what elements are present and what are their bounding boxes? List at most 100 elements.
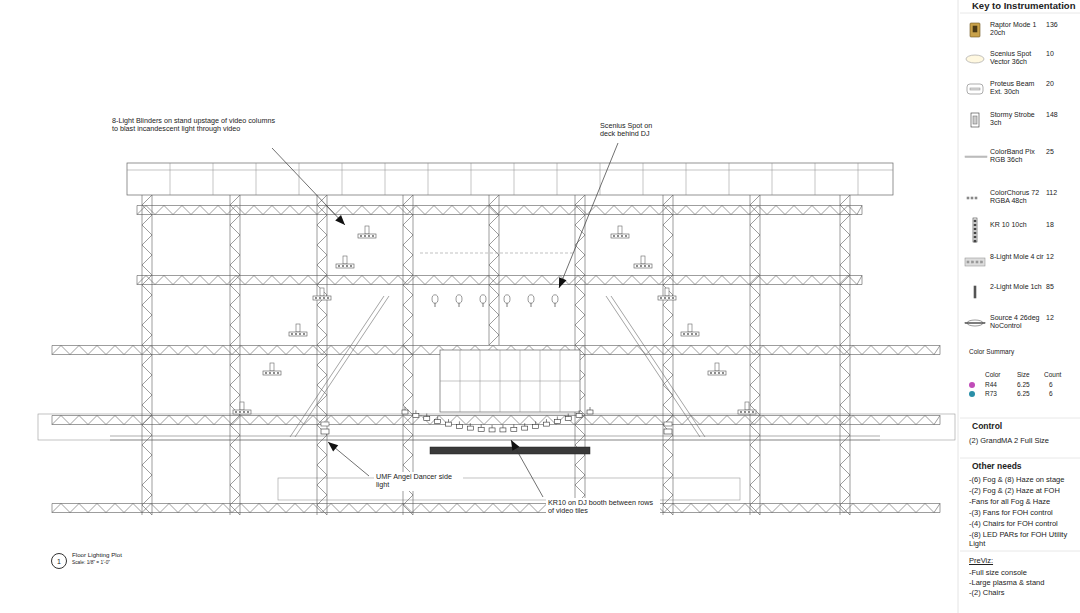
table-cell: 6.25 [1017, 390, 1030, 397]
blinder-lamp [648, 265, 650, 267]
legend-symbol-part [974, 232, 976, 234]
legend-symbol-part [971, 197, 973, 199]
blinder-lamp [710, 372, 712, 374]
note-text: -Fans for all Fog & Haze [969, 498, 1079, 507]
scenius-spot-yoke [531, 303, 532, 307]
roof-band-line [127, 170, 893, 171]
legend-text: Source 4 26deg NoControl [990, 314, 1044, 330]
blinder-fixture [738, 410, 756, 414]
section-heading: PreViz: [969, 557, 993, 566]
roof-divider [772, 163, 773, 195]
blinder-lamp [613, 235, 615, 237]
blinder-lamp [342, 265, 344, 267]
blinder-lamp [338, 265, 340, 267]
legend-symbol-part [971, 113, 979, 127]
kr10-fixture [489, 428, 495, 432]
blinder-fixture [336, 264, 354, 268]
blinder-lamp [621, 235, 623, 237]
stage-edge [110, 440, 880, 441]
legend-symbol [971, 113, 979, 127]
kr10-fixture [511, 427, 517, 431]
blinder-lamp [303, 333, 305, 335]
legend-symbol-part [981, 261, 983, 263]
roof-divider [600, 163, 601, 195]
blinder-lamp [644, 265, 646, 267]
drawing-title: Floor Lighting Plot [72, 551, 122, 558]
fixture-count: 112 [1046, 189, 1057, 197]
legend-symbol-part [966, 55, 984, 63]
roof-divider [643, 163, 644, 195]
kr10-fixture [576, 413, 582, 417]
blinder-stand [320, 288, 324, 296]
truss-tower [840, 195, 850, 515]
truss-tower [142, 195, 152, 515]
kr10-fixture-tick [415, 410, 416, 413]
dj-booth-front [430, 447, 590, 454]
legend-symbol-part [974, 224, 976, 226]
roof-divider [299, 163, 300, 195]
blinder-lamp [299, 333, 301, 335]
section-heading: Other needs [972, 462, 1022, 472]
note-text: -(4) Chairs for FOH control [969, 520, 1079, 529]
note-text: -(2) Fog & (2) Haze at FOH [969, 487, 1079, 496]
roof-divider [170, 163, 171, 195]
blinder-lamp [691, 333, 693, 335]
blinder-lamp [695, 333, 697, 335]
blinder-stand [618, 226, 622, 234]
legend-text: Raptor Mode 1 20ch [990, 21, 1044, 37]
blinder-lamp [687, 333, 689, 335]
kr10-fixture-tick [481, 424, 482, 427]
color-swatch [969, 382, 975, 388]
note-text: -(6) Fog & (8) Haze on stage [969, 476, 1079, 485]
blinder-stand [270, 363, 274, 371]
panel-divider [958, 0, 959, 613]
blinder-lamp [243, 411, 245, 413]
table-cell: 6 [1049, 390, 1053, 397]
kr10-fixture [478, 427, 484, 431]
legend-symbol-part [967, 197, 969, 199]
legend-symbol-part [974, 236, 976, 238]
kr10-fixture [402, 410, 408, 414]
scenius-spot-yoke [507, 303, 508, 307]
center-line [420, 253, 575, 254]
blinder-fixture [358, 234, 376, 238]
table-header: Size [1017, 371, 1030, 378]
blinder-fixture [313, 296, 331, 300]
legend-symbol-part [974, 228, 976, 230]
blinder-lamp [714, 372, 716, 374]
fixture-count: 10 [1046, 50, 1054, 58]
kr10-fixture-tick [513, 424, 514, 427]
legend-symbol-part [970, 23, 980, 37]
blinder-lamp [239, 411, 241, 413]
blinder-stand [365, 226, 369, 234]
legend-text: KR 10 10ch [990, 221, 1044, 229]
kr10-fixture [533, 424, 539, 428]
legend-symbol [965, 156, 987, 158]
scenius-spot-yoke [435, 303, 436, 307]
blinder-stand [665, 288, 669, 296]
blinder-lamp [295, 333, 297, 335]
leader-line [559, 143, 618, 288]
blinder-lamp [323, 297, 325, 299]
legend-text: ColorChorus 72 RGBA 48ch [990, 189, 1044, 205]
stage-edge [110, 436, 880, 437]
blinder-lamp [315, 297, 317, 299]
roof-divider [815, 163, 816, 195]
scenius-spot-symbol [456, 295, 462, 303]
legend-symbol [973, 218, 977, 242]
leader-line [511, 440, 543, 497]
blinder-lamp [636, 265, 638, 267]
truss-tower [663, 195, 673, 515]
callout-text: UMF Angel Dancer side light [374, 472, 463, 491]
blinder-lamp [744, 411, 746, 413]
horizontal-truss [137, 276, 862, 285]
kr10-fixture-tick [437, 416, 438, 419]
blinder-lamp [748, 411, 750, 413]
legend-symbol-part [970, 88, 980, 90]
scenius-spot-yoke [483, 303, 484, 307]
blinder-lamp [235, 411, 237, 413]
note-text: -Large plasma & stand [969, 579, 1079, 588]
roof-band [127, 163, 893, 195]
blinder-lamp [718, 372, 720, 374]
panel-rule [960, 458, 1080, 459]
